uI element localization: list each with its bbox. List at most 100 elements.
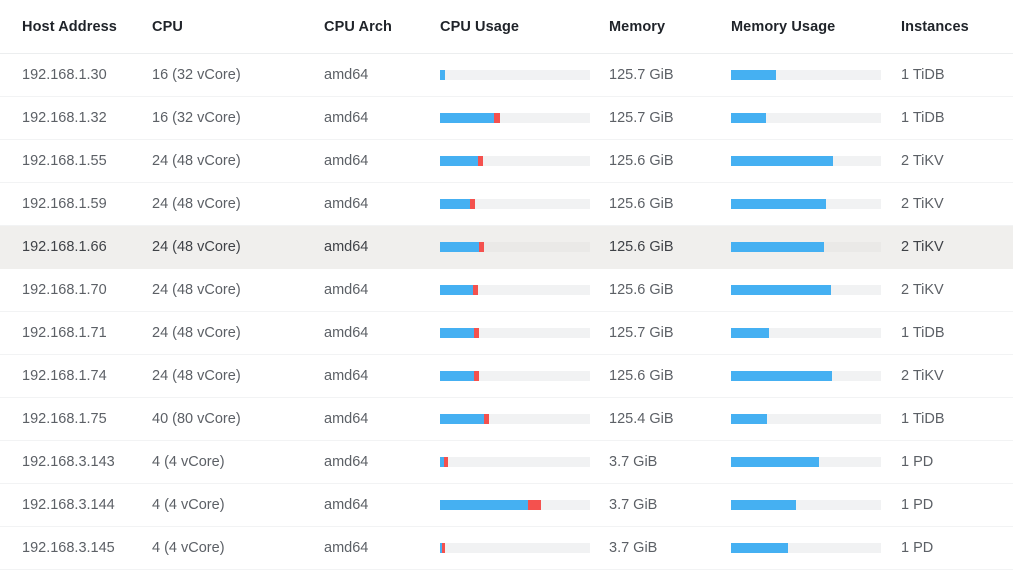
cpu-arch-value: amd64: [324, 239, 369, 255]
column-header-host-address[interactable]: Host Address: [0, 0, 131, 54]
cpu-usage-bar-primary-segment: [440, 414, 484, 424]
cpu-arch-value: amd64: [324, 196, 369, 212]
host-address-cell: 192.168.1.59: [0, 182, 131, 226]
cpu-usage-bar-primary-segment: [440, 543, 443, 553]
column-header-cpu-label: CPU: [152, 18, 183, 35]
cpu-usage-bar-cell: [422, 311, 591, 355]
column-header-cpu-usage[interactable]: CPU Usage: [422, 0, 591, 54]
cpu-usage-bar-track: [440, 328, 590, 338]
cpu-arch-value: amd64: [324, 110, 369, 126]
memory-usage-bar-track: [731, 543, 881, 553]
cpu-cell: 4 (4 vCore): [131, 483, 302, 527]
cpu-arch-cell: amd64: [302, 96, 422, 140]
column-header-memory-usage-label: Memory Usage: [731, 18, 836, 35]
memory-usage-bar-primary-segment: [731, 285, 831, 295]
cpu-value: 40 (80 vCore): [152, 411, 241, 427]
memory-cell: 3.7 GiB: [591, 483, 713, 527]
memory-usage-bar-track: [731, 156, 881, 166]
host-address-value: 192.168.1.55: [22, 153, 107, 169]
host-address-value: 192.168.1.30: [22, 67, 107, 83]
memory-usage-bar-cell: [713, 225, 883, 269]
instances-value: 1 PD: [901, 497, 934, 513]
instances-cell: 2 TiKV: [883, 354, 1013, 398]
memory-usage-bar-primary-segment: [731, 156, 833, 166]
memory-usage-bar-track: [731, 457, 881, 467]
cpu-arch-cell: amd64: [302, 483, 422, 527]
cpu-usage-bar-track: [440, 543, 590, 553]
cpu-arch-cell: amd64: [302, 354, 422, 398]
cpu-usage-bar-cell: [422, 354, 591, 398]
column-header-cpu-arch[interactable]: CPU Arch: [302, 0, 422, 54]
column-header-memory-usage[interactable]: Memory Usage: [713, 0, 883, 54]
host-address-cell: 192.168.3.145: [0, 526, 131, 570]
memory-value: 125.7 GiB: [609, 67, 674, 83]
column-header-instances[interactable]: Instances: [883, 0, 1013, 54]
cpu-cell: 24 (48 vCore): [131, 354, 302, 398]
memory-usage-bar-primary-segment: [731, 328, 770, 338]
table-row[interactable]: 192.168.1.74 24 (48 vCore) amd64 125.6 GiB 2…: [0, 354, 1013, 398]
memory-value: 125.6 GiB: [609, 239, 674, 255]
column-header-host-address-label: Host Address: [22, 18, 117, 35]
cpu-usage-bar-track: [440, 371, 590, 381]
memory-usage-bar-cell: [713, 139, 883, 183]
cpu-arch-cell: amd64: [302, 139, 422, 183]
instances-value: 1 PD: [901, 454, 934, 470]
host-address-cell: 192.168.1.32: [0, 96, 131, 140]
cpu-arch-cell: amd64: [302, 526, 422, 570]
cpu-usage-bar-primary-segment: [440, 285, 473, 295]
column-header-memory[interactable]: Memory: [591, 0, 713, 54]
cpu-usage-bar-cell: [422, 440, 591, 484]
host-address-cell: 192.168.1.71: [0, 311, 131, 355]
column-header-cpu[interactable]: CPU: [131, 0, 302, 54]
instances-cell: 2 TiKV: [883, 139, 1013, 183]
host-address-value: 192.168.1.74: [22, 368, 107, 384]
memory-usage-bar-primary-segment: [731, 371, 832, 381]
cpu-value: 24 (48 vCore): [152, 368, 241, 384]
cpu-usage-bar-primary-segment: [440, 113, 494, 123]
cpu-value: 24 (48 vCore): [152, 196, 241, 212]
cpu-usage-bar-track: [440, 414, 590, 424]
memory-usage-bar-primary-segment: [731, 70, 776, 80]
memory-cell: 125.7 GiB: [591, 53, 713, 97]
cpu-usage-bar-primary-segment: [440, 199, 470, 209]
instances-cell: 2 TiKV: [883, 182, 1013, 226]
table-header: Host Address CPU CPU Arch CPU Usage Memo…: [0, 0, 1013, 54]
memory-usage-bar-cell: [713, 397, 883, 441]
memory-cell: 125.6 GiB: [591, 139, 713, 183]
memory-value: 3.7 GiB: [609, 454, 658, 470]
host-address-value: 192.168.1.71: [22, 325, 107, 341]
cpu-usage-bar-primary-segment: [440, 242, 479, 252]
cpu-value: 16 (32 vCore): [152, 110, 241, 126]
cpu-cell: 4 (4 vCore): [131, 526, 302, 570]
cpu-usage-bar-danger-segment: [470, 199, 475, 209]
cpu-arch-value: amd64: [324, 153, 369, 169]
cpu-usage-bar-track: [440, 285, 590, 295]
memory-value: 125.6 GiB: [609, 368, 674, 384]
memory-usage-bar-cell: [713, 311, 883, 355]
memory-usage-bar-primary-segment: [731, 199, 826, 209]
memory-cell: 3.7 GiB: [591, 440, 713, 484]
cpu-usage-bar-primary-segment: [440, 156, 478, 166]
cpu-usage-bar-danger-segment: [473, 328, 479, 338]
instances-cell: 1 TiDB: [883, 397, 1013, 441]
cpu-usage-bar-danger-segment: [479, 242, 484, 252]
memory-usage-bar-primary-segment: [731, 113, 767, 123]
host-address-cell: 192.168.1.55: [0, 139, 131, 183]
cpu-usage-bar-track: [440, 70, 590, 80]
cpu-cell: 24 (48 vCore): [131, 182, 302, 226]
instances-value: 2 TiKV: [901, 282, 944, 298]
cpu-arch-value: amd64: [324, 540, 369, 556]
column-header-instances-label: Instances: [901, 18, 969, 35]
table-body: 192.168.1.30 16 (32 vCore) amd64 125.7 GiB 1…: [0, 53, 1013, 570]
